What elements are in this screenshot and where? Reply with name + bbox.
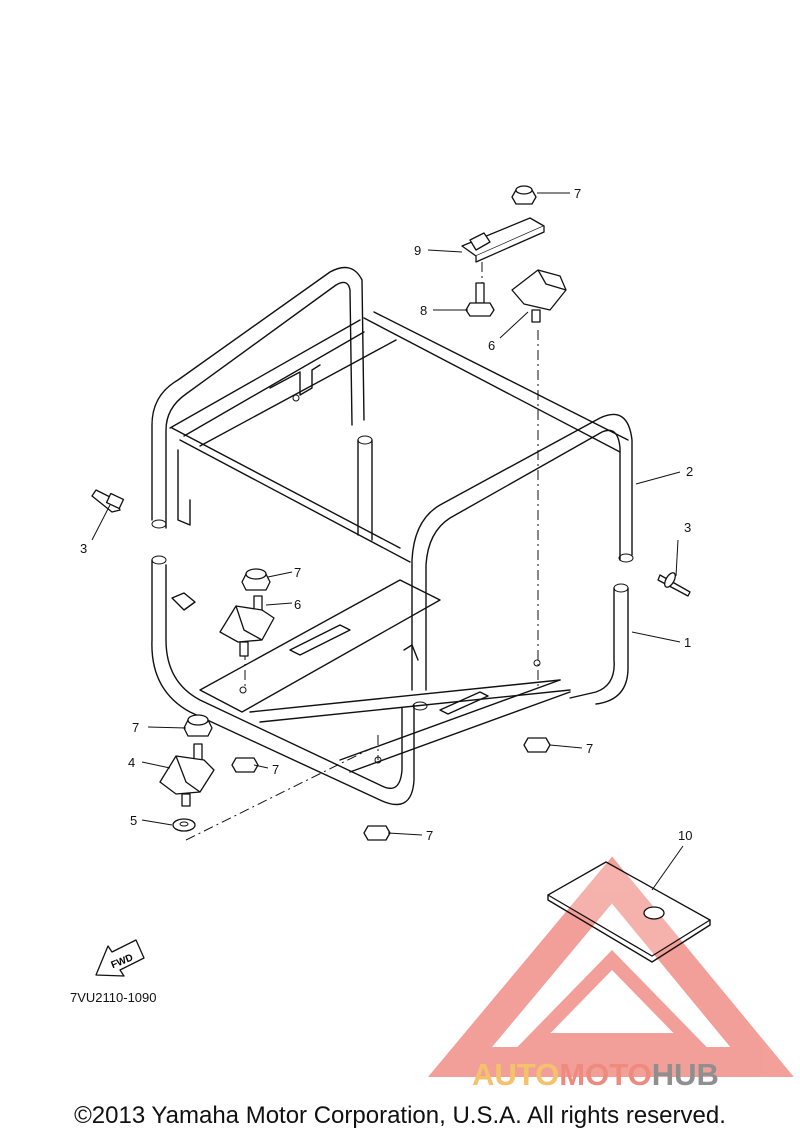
callout-10: 10 bbox=[678, 828, 692, 843]
callout-6-top: 6 bbox=[488, 338, 495, 353]
cover-part-10 bbox=[547, 861, 711, 963]
callout-7-lowmid: 7 bbox=[272, 762, 279, 777]
callout-7-top: 7 bbox=[574, 186, 581, 201]
assembly-guide-lines bbox=[185, 262, 539, 841]
bolt-8 bbox=[465, 282, 495, 317]
bracket-9 bbox=[461, 217, 545, 263]
mount-rubber-6-top bbox=[511, 269, 567, 323]
leader-lines bbox=[91, 192, 684, 891]
pin-3-right bbox=[657, 572, 691, 597]
nut-7-bottom bbox=[363, 825, 391, 841]
callout-7-right: 7 bbox=[586, 741, 593, 756]
callout-5: 5 bbox=[130, 813, 137, 828]
callouts: 7 9 8 6 2 3 3 7 6 1 7 4 7 7 5 7 10 bbox=[80, 186, 693, 843]
watermark-logo bbox=[427, 856, 794, 1077]
pin-3-left bbox=[91, 489, 125, 513]
callout-7-bottom: 7 bbox=[426, 828, 433, 843]
callout-3-left: 3 bbox=[80, 541, 87, 556]
callout-2: 2 bbox=[686, 464, 693, 479]
fwd-arrow-icon: FWD bbox=[95, 939, 145, 977]
callout-1: 1 bbox=[684, 635, 691, 650]
callout-8: 8 bbox=[420, 303, 427, 318]
mount-rubber-6-mid bbox=[219, 595, 275, 657]
callout-6-mid: 6 bbox=[294, 597, 301, 612]
callout-7-left: 7 bbox=[132, 720, 139, 735]
callout-3-right: 3 bbox=[684, 520, 691, 535]
lower-frame-part-1 bbox=[151, 555, 629, 806]
cap-nut-7-top bbox=[511, 185, 537, 205]
watermark-moto: MOTO bbox=[559, 1057, 652, 1092]
callout-9: 9 bbox=[414, 243, 421, 258]
copyright-text: ©2013 Yamaha Motor Corporation, U.S.A. A… bbox=[74, 1102, 726, 1129]
nut-7-right bbox=[523, 737, 551, 753]
watermark-hub: HUB bbox=[651, 1057, 719, 1092]
watermark-text: AUTOMOTOHUB bbox=[472, 1057, 719, 1093]
mount-rubber-4 bbox=[159, 743, 215, 807]
diagram-code: 7VU2110-1090 bbox=[70, 990, 157, 1005]
washer-5 bbox=[172, 818, 196, 832]
nut-7-lowmid bbox=[231, 757, 259, 773]
upper-frame-part-2 bbox=[151, 266, 634, 691]
watermark-auto: AUTO bbox=[472, 1057, 560, 1092]
callout-7-mid: 7 bbox=[294, 565, 301, 580]
cap-nut-7-mid bbox=[241, 568, 271, 591]
callout-4: 4 bbox=[128, 755, 135, 770]
cap-nut-7-left bbox=[183, 714, 213, 737]
